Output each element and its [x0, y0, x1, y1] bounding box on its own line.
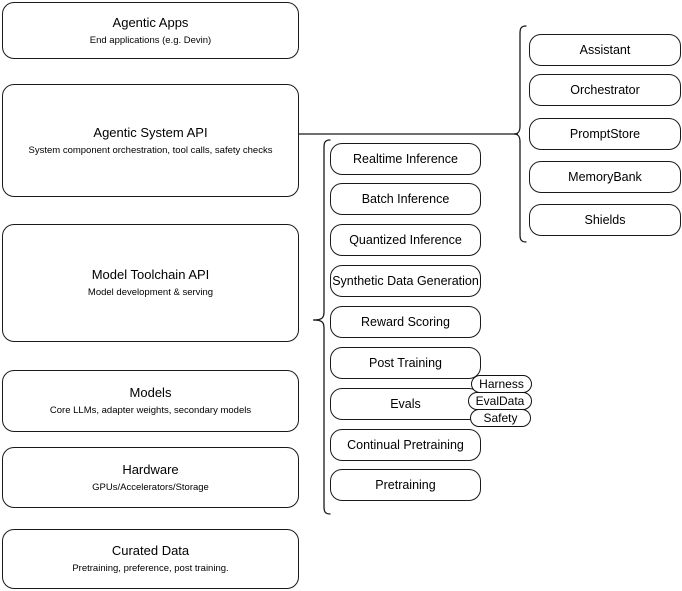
layer-hardware[interactable]: Hardware GPUs/Accelerators/Storage [2, 447, 299, 508]
component-pretraining[interactable]: Pretraining [330, 469, 481, 501]
layer-subtitle: Pretraining, preference, post training. [72, 563, 229, 574]
badge-evaldata[interactable]: EvalData [468, 392, 532, 410]
component-label: Batch Inference [361, 192, 450, 206]
component-label: Assistant [579, 43, 631, 57]
layer-models[interactable]: Models Core LLMs, adapter weights, secon… [2, 370, 299, 432]
layer-subtitle: Core LLMs, adapter weights, secondary mo… [49, 405, 252, 416]
component-label: Continual Pretraining [347, 438, 464, 452]
component-reward-scoring[interactable]: Reward Scoring [330, 306, 481, 338]
component-label: Post Training [369, 356, 442, 370]
layer-title: Agentic Apps [112, 14, 189, 30]
layer-title: Models [129, 385, 172, 400]
layer-agentic-system-api[interactable]: Agentic System API System component orch… [2, 84, 299, 197]
layer-model-toolchain-api[interactable]: Model Toolchain API Model development & … [2, 224, 299, 342]
component-orchestrator[interactable]: Orchestrator [529, 74, 681, 106]
component-post-training[interactable]: Post Training [330, 347, 481, 379]
layer-subtitle: End applications (e.g. Devin) [89, 34, 212, 46]
layer-title: Agentic System API [93, 124, 208, 140]
badge-label: Harness [479, 377, 524, 391]
badge-safety[interactable]: Safety [470, 409, 531, 427]
layer-title: Model Toolchain API [91, 267, 210, 282]
component-label: Reward Scoring [361, 315, 450, 329]
component-continual-pretraining[interactable]: Continual Pretraining [330, 429, 481, 461]
badge-label: EvalData [475, 394, 525, 408]
component-label: Orchestrator [570, 83, 640, 97]
component-label: Evals [390, 397, 421, 411]
badge-label: Safety [483, 411, 518, 425]
component-quantized-inference[interactable]: Quantized Inference [330, 224, 481, 256]
layer-title: Hardware [122, 461, 179, 477]
layer-curated-data[interactable]: Curated Data Pretraining, preference, po… [2, 529, 299, 589]
component-assistant[interactable]: Assistant [529, 34, 681, 66]
layer-agentic-apps[interactable]: Agentic Apps End applications (e.g. Devi… [2, 2, 299, 59]
component-label: Shields [584, 213, 626, 227]
component-label: Realtime Inference [353, 152, 458, 166]
component-memorybank[interactable]: MemoryBank [529, 161, 681, 193]
layer-subtitle: Model development & serving [87, 287, 214, 298]
component-realtime-inference[interactable]: Realtime Inference [330, 143, 481, 175]
layer-subtitle: GPUs/Accelerators/Storage [92, 481, 209, 493]
system-components-brace [506, 22, 530, 248]
component-label: MemoryBank [568, 170, 642, 184]
component-label: PromptStore [569, 127, 641, 141]
component-shields[interactable]: Shields [529, 204, 681, 236]
layer-subtitle: System component orchestration, tool cal… [28, 144, 273, 156]
toolchain-components-brace [308, 136, 332, 522]
component-promptstore[interactable]: PromptStore [529, 118, 681, 150]
layer-title: Curated Data [111, 543, 190, 558]
component-batch-inference[interactable]: Batch Inference [330, 183, 481, 215]
component-evals[interactable]: Evals [330, 388, 481, 420]
component-label: Synthetic Data Generation [332, 274, 479, 288]
badge-harness[interactable]: Harness [471, 375, 532, 393]
component-label: Quantized Inference [349, 233, 462, 247]
component-label: Pretraining [375, 478, 436, 492]
system-api-connector-line [299, 125, 521, 145]
component-synthetic-data-generation[interactable]: Synthetic Data Generation [330, 265, 481, 297]
